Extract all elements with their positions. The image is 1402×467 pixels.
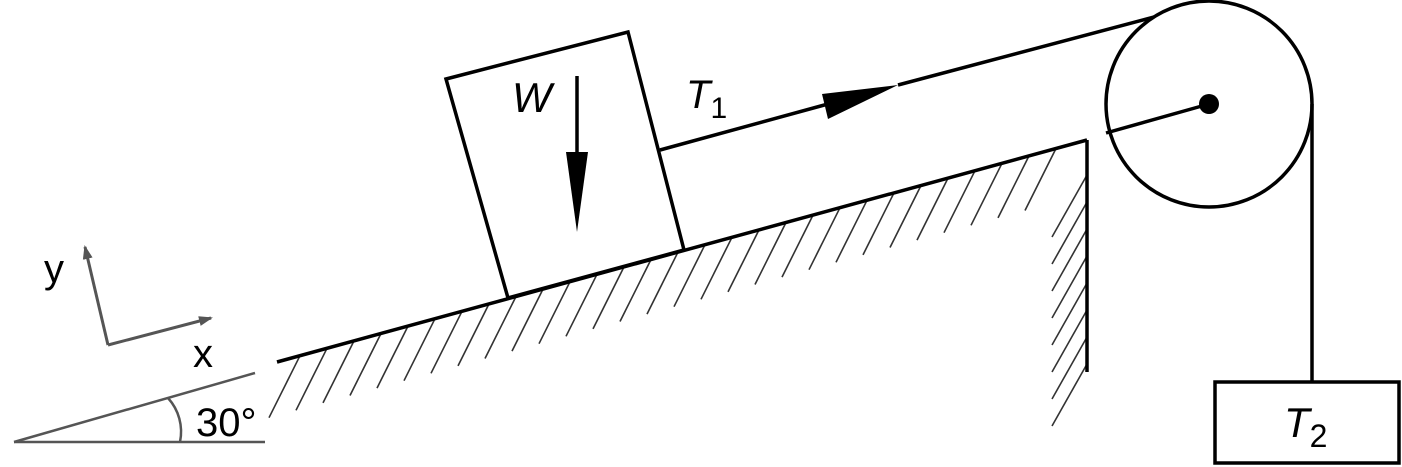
hatch-line [1051, 282, 1088, 346]
ground-hatching [268, 148, 1088, 427]
hatch-line [565, 273, 598, 337]
hatch-line [1051, 255, 1088, 319]
y-axis-arrow [82, 245, 110, 346]
hatch-line [916, 177, 949, 241]
hatch-line [619, 259, 652, 322]
weight-arrowhead [566, 152, 588, 232]
y-axis-label: y [44, 247, 64, 291]
angle-arc [167, 397, 183, 443]
hatch-line [1051, 309, 1088, 373]
hatch-line [376, 325, 409, 389]
hatch-line [646, 251, 679, 315]
hatch-line [754, 222, 787, 285]
tension1-arrowhead [822, 85, 898, 119]
hatch-line [268, 355, 301, 419]
x-axis-label: x [193, 332, 213, 376]
hatch-line [1051, 363, 1088, 427]
hatch-line [1051, 228, 1088, 292]
hatch-line [430, 310, 463, 374]
hatch-line [808, 207, 841, 271]
pulley-support-arm [1105, 102, 1210, 135]
hanging-mass [1213, 380, 1401, 465]
hatch-line [781, 214, 814, 278]
hatch-line [322, 340, 355, 404]
hatch-line [727, 229, 760, 293]
hatch-line [1024, 148, 1057, 211]
hatch-line [700, 236, 733, 300]
hatch-line [403, 318, 436, 382]
hatch-line [970, 162, 1003, 226]
hatch-line [997, 155, 1030, 219]
hatch-line [1051, 336, 1088, 400]
hatch-line [835, 199, 868, 263]
hatch-line [349, 333, 382, 396]
hatch-line [1051, 201, 1088, 265]
angle-label: 30° [196, 401, 257, 445]
hatch-line [1051, 174, 1088, 238]
hatch-line [592, 266, 625, 330]
x-axis-arrow [107, 316, 213, 347]
hatch-line [295, 347, 328, 411]
hatch-line [484, 296, 517, 359]
block [443, 29, 687, 301]
hatch-line [538, 281, 571, 345]
hatch-line [943, 170, 976, 234]
hatch-line [889, 185, 922, 248]
pulley-axle [1199, 94, 1219, 114]
coordinate-axes: x y [44, 245, 213, 376]
tension1-rope: T1 [659, 6, 1189, 152]
tension1-label: T1 [686, 73, 727, 125]
weight-vector: W [512, 74, 588, 232]
angle-slope-line [13, 371, 256, 444]
hatch-line [862, 192, 895, 256]
hatch-line [457, 303, 490, 367]
hatch-line [511, 288, 544, 352]
hatch-line [673, 244, 706, 308]
tension2-label: T2 [1284, 399, 1327, 454]
weight-label: W [512, 74, 555, 121]
